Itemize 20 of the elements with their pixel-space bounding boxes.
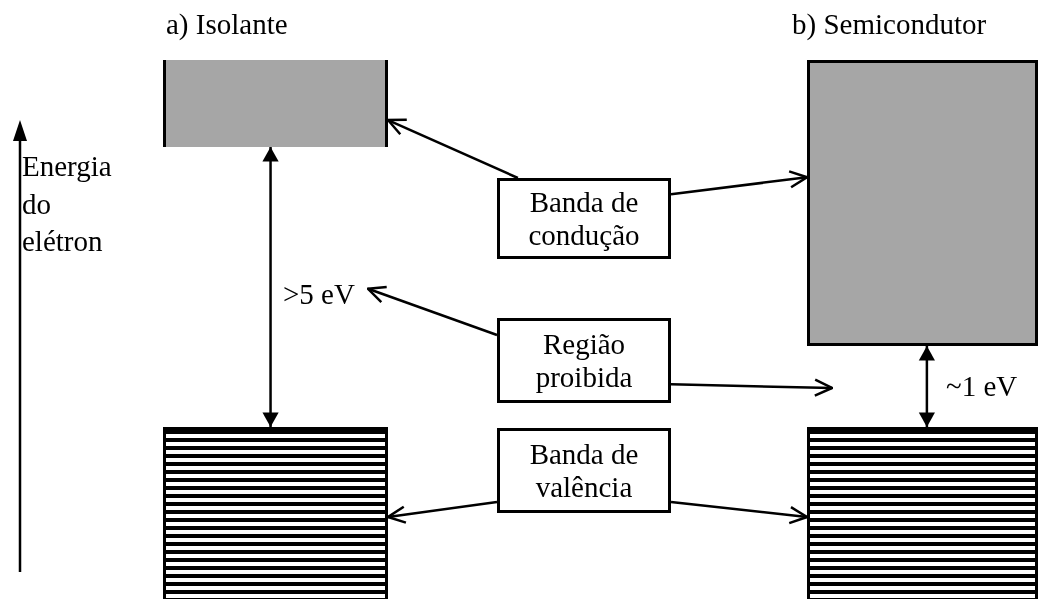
- leader-arrow: [670, 170, 809, 196]
- leader-arrow: [366, 285, 498, 337]
- leader-arrow: [386, 500, 498, 524]
- callout-box: Banda de condução: [497, 178, 671, 259]
- panel-title: b) Semicondutor: [792, 7, 987, 42]
- double-arrow: [262, 147, 279, 427]
- conduction-band-box: [163, 60, 388, 147]
- callout-box: Banda de valência: [497, 428, 671, 513]
- leader-arrow: [670, 500, 809, 525]
- double-arrow: [918, 346, 935, 427]
- valence-band-box: [163, 427, 388, 599]
- energy-gap-label: ~1 eV: [946, 369, 1018, 404]
- panel-title: a) Isolante: [166, 7, 288, 42]
- leader-arrow: [386, 118, 519, 180]
- conduction-band-box: [807, 60, 1038, 346]
- energy-gap-label: >5 eV: [283, 278, 355, 312]
- valence-band-box: [807, 427, 1038, 599]
- axis-label: Energia do elétron: [22, 149, 113, 260]
- leader-arrow: [670, 378, 834, 397]
- callout-box: Região proibida: [497, 318, 671, 403]
